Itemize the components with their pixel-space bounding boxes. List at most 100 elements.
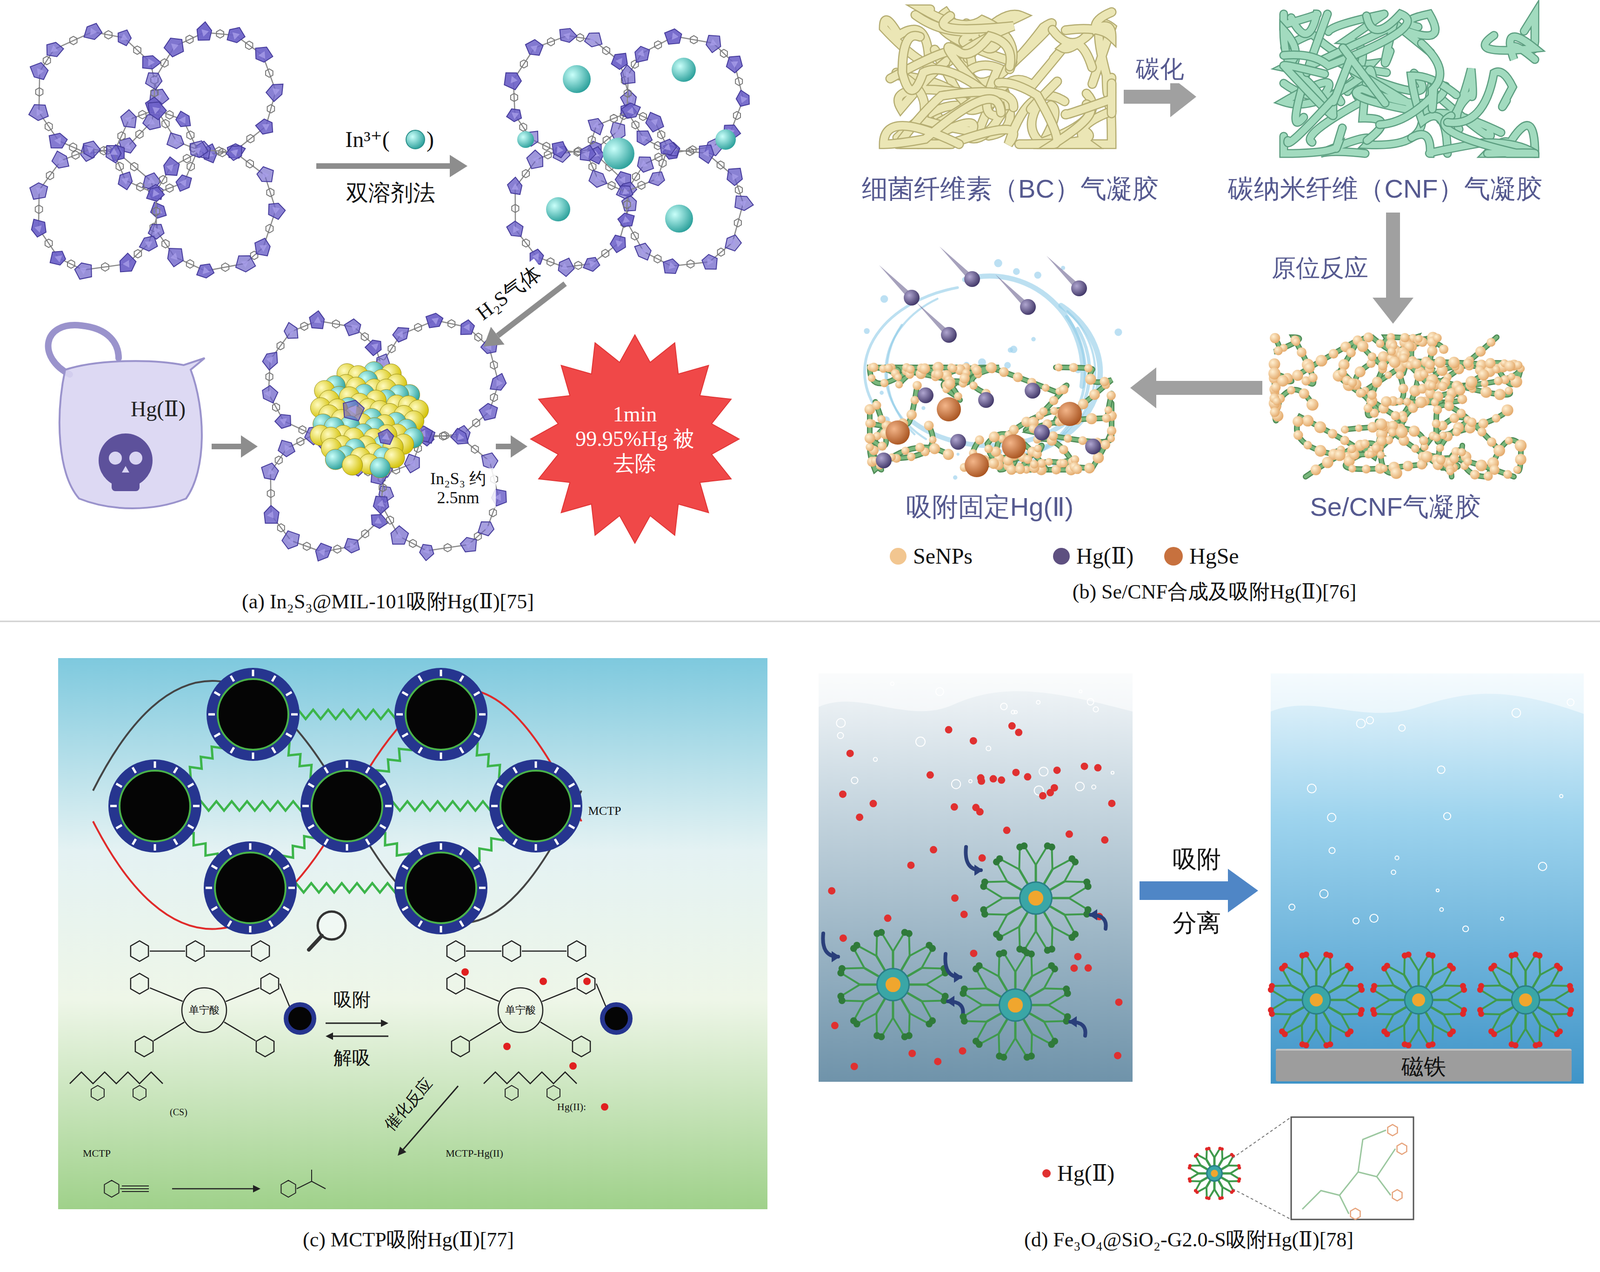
metal-cluster-face — [563, 32, 571, 40]
metal-cluster — [365, 340, 381, 356]
carbon-fiber — [1355, 339, 1482, 393]
branch — [982, 1004, 1000, 1007]
metal-cluster-face — [264, 390, 271, 398]
benzene-ring — [116, 162, 124, 171]
metal-cluster-face — [36, 108, 44, 116]
hg-ion — [503, 1042, 511, 1051]
silica-shell — [877, 968, 910, 1001]
se-particle — [1272, 397, 1281, 406]
hg-ion — [1023, 773, 1032, 781]
magnetic-core — [405, 852, 477, 924]
carbon-fiber-outline — [1297, 340, 1404, 421]
bubble — [1093, 706, 1099, 713]
bubble — [1436, 888, 1440, 892]
branch-tip — [959, 1013, 967, 1021]
magnetic-core — [405, 679, 477, 750]
branch-tip — [1027, 950, 1035, 958]
branch-tip — [993, 930, 1000, 938]
hg-ion — [583, 977, 591, 986]
se-particle — [1411, 359, 1422, 369]
branch — [998, 1019, 1008, 1034]
surface-group — [568, 825, 575, 829]
branch — [1315, 1013, 1318, 1029]
metal-cluster — [481, 453, 499, 470]
se-particle — [988, 431, 1000, 443]
benzene-ring — [631, 232, 639, 240]
metal-cluster-face — [615, 58, 623, 66]
benzene-ring — [686, 147, 694, 156]
bond — [121, 1191, 149, 1193]
tannic-acid-core — [181, 987, 227, 1033]
carbon-fiber-outline — [946, 367, 1067, 431]
branch — [1291, 1006, 1305, 1015]
indium-ion — [517, 131, 534, 148]
se-particle — [1049, 396, 1059, 406]
arrow — [325, 1022, 381, 1025]
metal-cluster — [52, 151, 69, 169]
metal-cluster — [166, 133, 184, 149]
bubble — [935, 687, 944, 696]
surface-group — [153, 761, 157, 768]
uptake-arrows — [822, 933, 963, 1016]
water-after — [1270, 673, 1584, 1084]
se-particle — [877, 441, 887, 451]
se-particle — [1292, 369, 1304, 381]
benzene-ring — [733, 111, 741, 120]
surface-group — [291, 713, 298, 716]
se-particle — [1348, 464, 1357, 473]
surface-group — [573, 805, 581, 808]
se-particle — [1408, 425, 1420, 437]
se-particle — [1308, 373, 1318, 383]
se-particle — [1354, 366, 1366, 378]
se-particle — [1503, 470, 1513, 480]
se-particle — [942, 448, 954, 460]
bubble — [1443, 812, 1451, 820]
benzene-ring — [659, 159, 667, 167]
metal-cluster — [392, 327, 409, 342]
se-particle — [1439, 344, 1449, 354]
benzene-ring — [588, 135, 596, 144]
se-particle — [1402, 397, 1411, 406]
surface-group — [534, 761, 538, 768]
se-particle — [1400, 333, 1410, 343]
se-particle — [1347, 378, 1358, 388]
branch-tip — [1344, 1031, 1351, 1038]
se-particle — [1457, 448, 1467, 457]
metal-cluster-face — [266, 511, 274, 519]
branch-tip — [877, 928, 885, 936]
benzene-ring — [387, 344, 395, 353]
se-particle — [1380, 396, 1392, 407]
magnetic-core — [1007, 997, 1023, 1013]
hg-tail — [1046, 255, 1077, 286]
se-particle — [1375, 339, 1385, 348]
metal-cluster — [725, 234, 742, 251]
surface-group — [211, 865, 218, 869]
benzene-ring — [183, 154, 191, 163]
particle-shell — [108, 759, 202, 853]
bubble — [851, 777, 858, 784]
branch-tip — [975, 962, 983, 970]
benzene-ring — [735, 77, 743, 86]
benzene-ring — [576, 33, 584, 42]
benzene-ring — [267, 104, 275, 114]
branch-tip — [960, 985, 968, 993]
surface-group — [302, 805, 309, 808]
se-particle — [1395, 371, 1405, 380]
branch — [1393, 1006, 1407, 1015]
bond — [153, 1022, 185, 1041]
se-particle — [1363, 332, 1374, 343]
branch-tip — [901, 1033, 909, 1041]
metal-cluster-face — [262, 124, 270, 131]
metal-cluster — [262, 352, 278, 371]
surface-group — [173, 839, 178, 845]
bond — [205, 950, 251, 953]
carbon-fiber-outline — [1340, 352, 1407, 416]
surface-group — [230, 675, 234, 682]
metal-cluster — [390, 526, 409, 545]
cellulose-fiber — [883, 99, 1001, 145]
carbon-fiber-outline — [1485, 35, 1535, 60]
se-particle — [912, 380, 922, 391]
water-before — [818, 673, 1133, 1082]
carbon-fiber — [1028, 393, 1112, 442]
metal-cluster-face — [284, 444, 292, 453]
